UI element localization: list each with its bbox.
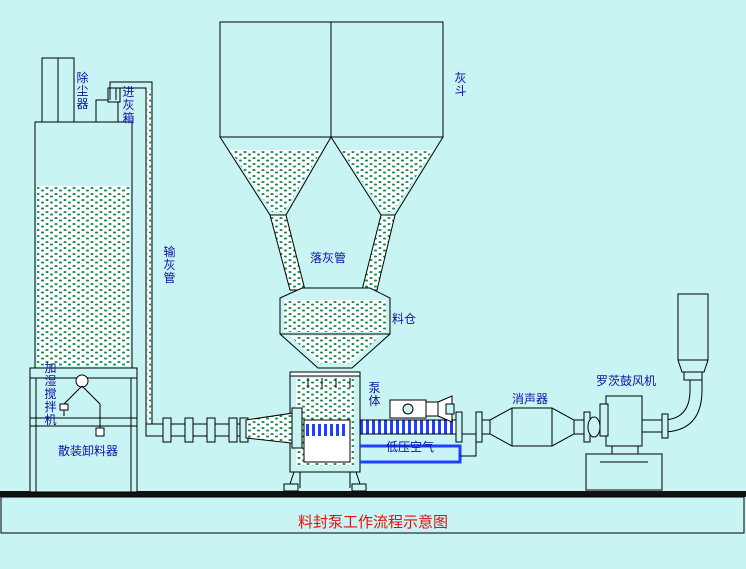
label-bulk-unloader: 散装卸料器 <box>58 444 119 458</box>
mixer-node <box>75 374 89 388</box>
muffler <box>489 407 575 447</box>
blower-base <box>585 453 663 491</box>
label-material-bin: 料仓 <box>392 312 417 326</box>
label-dust-collector: 除尘器 <box>76 71 89 111</box>
low-pressure-air-line <box>359 419 461 435</box>
roots-blower <box>605 395 643 447</box>
diagram-caption: 料封泵工作流程示意图 <box>297 513 448 531</box>
ash-hopper-right <box>330 21 444 138</box>
convey-pipe <box>109 81 153 430</box>
caption-band <box>0 496 745 534</box>
label-inlet-box: 进灰箱 <box>122 85 135 125</box>
inlet-box <box>95 99 119 123</box>
label-ash-hopper: 灰斗 <box>454 71 467 98</box>
label-convey-pipe: 输灰管 <box>163 245 176 285</box>
label-roots-blower: 罗茨鼓风机 <box>596 374 657 388</box>
label-humid-mixer: 加湿搅拌机 <box>44 361 57 427</box>
label-drop-pipe: 落灰管 <box>310 251 347 265</box>
drop-pipe-left <box>269 214 306 291</box>
label-low-pressure-air: 低压空气 <box>386 440 435 454</box>
silo-material <box>37 186 130 366</box>
ash-hopper-left <box>219 21 332 138</box>
support-frame <box>29 367 138 493</box>
drop-pipe-right <box>361 214 396 291</box>
floor-slab <box>0 491 746 497</box>
label-pump-body: 泵体 <box>368 381 381 408</box>
label-muffler: 消声器 <box>512 392 549 406</box>
